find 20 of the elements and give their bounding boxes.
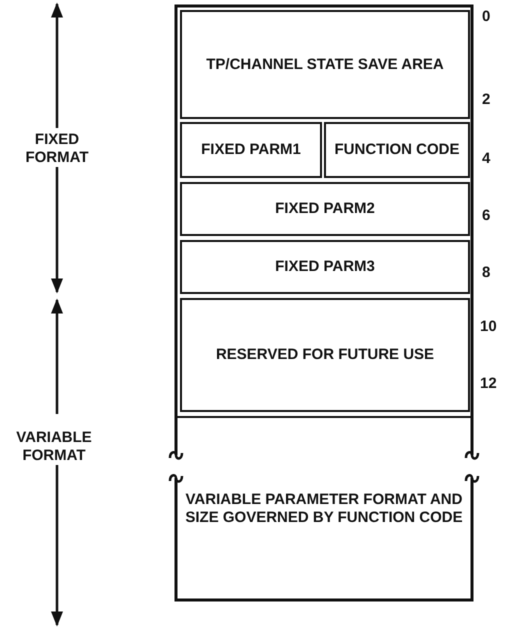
memory-block <box>180 10 470 119</box>
memory-block <box>180 182 470 236</box>
offset-number: 8 <box>482 264 490 282</box>
block-label: RESERVED FOR FUTURE USE <box>216 346 434 364</box>
block-label: FIXED PARM2 <box>275 200 375 218</box>
offset-number: 6 <box>482 207 490 225</box>
offset-number: 2 <box>482 91 490 109</box>
memory-block <box>180 240 470 294</box>
offset-number: 4 <box>482 150 490 168</box>
block-label: TP/CHANNEL STATE SAVE AREA <box>206 56 444 74</box>
offset-number: 0 <box>482 8 490 26</box>
memory-block <box>324 122 470 178</box>
block-label: FIXED PARM3 <box>275 258 375 276</box>
memory-block <box>180 122 322 178</box>
block-label: FUNCTION CODE <box>334 141 460 159</box>
offset-number: 10 <box>480 318 497 336</box>
block-label: VARIABLE PARAMETER FORMAT AND SIZE GOVERNED BY FUNCTION CODE <box>184 491 464 527</box>
block-label: FIXED PARM1 <box>201 141 301 159</box>
offset-number: 12 <box>480 375 497 393</box>
memory-block <box>180 298 470 412</box>
